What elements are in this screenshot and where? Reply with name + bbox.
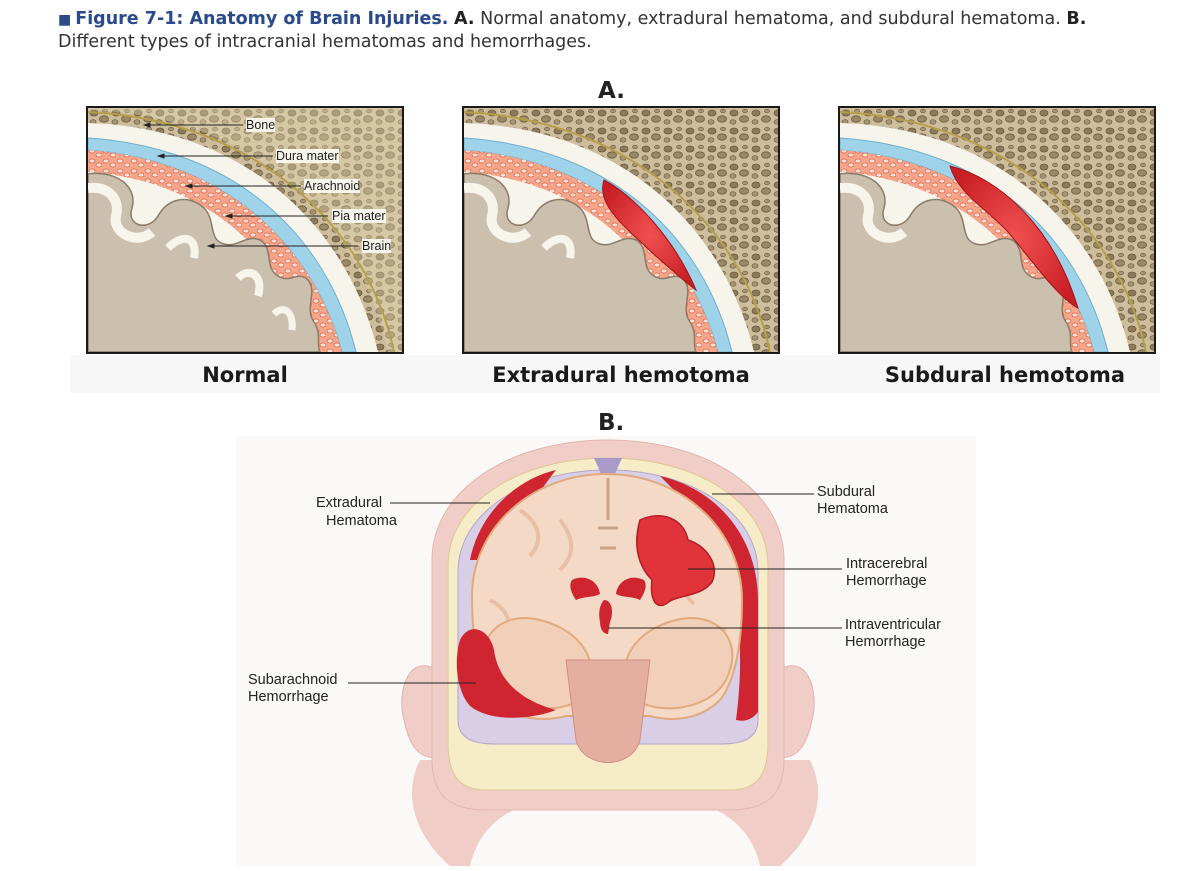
label-extradural-line1: Extradural bbox=[316, 495, 383, 511]
subdural-cross-section bbox=[840, 108, 1154, 352]
label-brain: Brain bbox=[362, 239, 392, 253]
caption-b-label: B. bbox=[1066, 9, 1087, 29]
label-pia-mater: Pia mater bbox=[332, 209, 386, 223]
label-intraventricular-line2: Hemorrhage bbox=[845, 634, 926, 650]
label-intracerebral-line2: Hemorrhage bbox=[846, 573, 927, 589]
label-dura-mater: Dura mater bbox=[276, 149, 339, 163]
label-extradural-line2: Hematoma bbox=[326, 513, 397, 529]
panel-title-extradural: Extradural hemotoma bbox=[492, 363, 750, 387]
panel-extradural bbox=[462, 106, 780, 354]
label-subarachnoid-line1: Subarachnoid bbox=[248, 672, 338, 688]
figure-caption: ■Figure 7-1: Anatomy of Brain Injuries. … bbox=[58, 8, 1168, 53]
section-b-label: B. bbox=[598, 410, 625, 436]
label-subdural-line1: Subdural bbox=[817, 484, 876, 500]
section-a-label: A. bbox=[598, 78, 625, 104]
label-bone: Bone bbox=[246, 118, 276, 132]
caption-a-label: A. bbox=[454, 9, 475, 29]
panel-subdural bbox=[838, 106, 1156, 354]
caption-a-text: Normal anatomy, extradural hematoma, and… bbox=[480, 9, 1061, 29]
label-intraventricular-line1: Intraventricular bbox=[845, 617, 941, 633]
label-arachnoid: Arachnoid bbox=[304, 179, 361, 193]
figure-title: Figure 7-1: Anatomy of Brain Injuries. bbox=[75, 9, 449, 29]
caption-marker: ■ bbox=[58, 12, 72, 28]
label-intracerebral-line1: Intracerebral bbox=[846, 556, 928, 572]
caption-b-text: Different types of intracranial hematoma… bbox=[58, 32, 592, 52]
title-strip bbox=[70, 355, 1160, 393]
normal-cross-section bbox=[88, 108, 402, 352]
panel-title-subdural: Subdural hemotoma bbox=[884, 363, 1126, 387]
panel-normal: Bone Dura mater Arachnoid Pia mater Brai… bbox=[86, 106, 404, 354]
panel-title-normal: Normal bbox=[202, 363, 288, 387]
label-subdural-line2: Hematoma bbox=[817, 501, 888, 517]
label-subarachnoid-line2: Hemorrhage bbox=[248, 689, 329, 705]
extradural-cross-section bbox=[464, 108, 778, 352]
